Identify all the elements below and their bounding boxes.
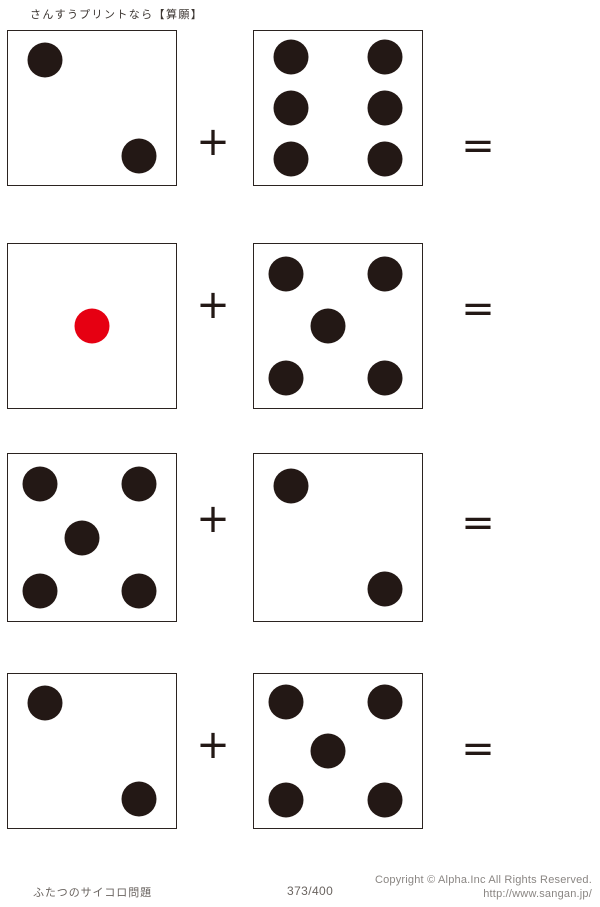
die-left (7, 453, 177, 622)
plus-operator: + (196, 722, 230, 768)
die-pip (121, 466, 157, 502)
die-pip (367, 571, 403, 607)
problem-row: + = (0, 453, 600, 622)
plus-operator: + (196, 282, 230, 328)
plus-operator: + (196, 496, 230, 542)
die-pip (310, 733, 346, 769)
equals-operator: = (461, 123, 495, 169)
footer-copyright: Copyright © Alpha.Inc All Rights Reserve… (374, 874, 592, 886)
die-pip (268, 684, 304, 720)
die-pip (310, 308, 346, 344)
die-pip (367, 684, 403, 720)
die-pip (74, 308, 110, 344)
die-pip (121, 573, 157, 609)
die-pip (22, 466, 58, 502)
die-pip (268, 256, 304, 292)
equals-operator: = (461, 500, 495, 546)
page-title: さんすうプリントなら【算願】 (30, 8, 204, 21)
die-left (7, 673, 177, 829)
equals-operator: = (461, 286, 495, 332)
die-left (7, 30, 177, 186)
die-pip (367, 256, 403, 292)
die-pip (22, 573, 58, 609)
die-pip (367, 782, 403, 818)
plus-operator: + (196, 119, 230, 165)
die-left (7, 243, 177, 409)
die-pip (27, 685, 63, 721)
die-right (253, 243, 423, 409)
die-pip (268, 782, 304, 818)
die-pip (367, 90, 403, 126)
die-pip (367, 141, 403, 177)
equals-operator: = (461, 726, 495, 772)
die-right (253, 30, 423, 186)
die-pip (27, 42, 63, 78)
problem-row: + = (0, 30, 600, 186)
footer-page-number: 373/400 (287, 884, 334, 898)
footer-url: http://www.sangan.jp/ (483, 888, 592, 900)
die-pip (268, 360, 304, 396)
die-pip (121, 138, 157, 174)
footer-sheet-title: ふたつのサイコロ問題 (33, 886, 152, 899)
die-pip (367, 360, 403, 396)
die-pip (367, 39, 403, 75)
die-pip (121, 781, 157, 817)
die-pip (273, 468, 309, 504)
die-pip (273, 141, 309, 177)
problem-row: + = (0, 243, 600, 409)
die-pip (64, 520, 100, 555)
die-right (253, 673, 423, 829)
die-pip (273, 90, 309, 126)
problem-row: + = (0, 673, 600, 829)
die-pip (273, 39, 309, 75)
die-right (253, 453, 423, 622)
